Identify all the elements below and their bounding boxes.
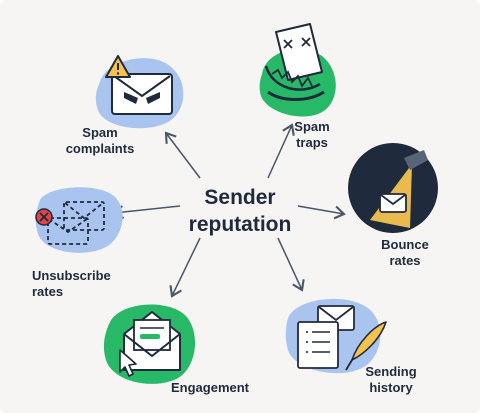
center-title-line-2: reputation [188,213,292,236]
node-spam-complaints: Spam complaints [55,125,145,157]
node-spam-traps: Spam traps [282,119,342,151]
spam-traps-illustration [259,23,336,117]
node-engagement: Engagement [160,380,260,396]
spotlight-lamp [404,150,428,170]
angry-envelope-icon [111,73,173,115]
dashed-envelopes-icon [47,201,105,245]
node-sending-history: Sending history [356,364,426,396]
quill-icon [345,321,387,371]
arrow-to-spam-complaints [164,131,201,179]
blue-blob [35,187,123,253]
bear-trap-envelope-icon [264,23,325,101]
node-label-line-2: complaints [65,141,135,156]
arrow-to-bounce-rates [297,205,346,220]
center-title-line-1: Sender [204,186,276,209]
node-label-line-2: traps [296,135,328,150]
arrow-to-unsubscribe-rates [112,205,181,219]
bounce-rates-illustration [348,143,438,233]
spotlight-envelope-icon [379,193,407,213]
node-label-line-1: Sending [365,364,417,379]
node-label-line-1: Bounce [381,237,429,252]
cursor-icon [119,349,137,377]
node-label-line-2: history [369,380,413,395]
node-label-line-1: Unsubscribe [32,268,111,283]
arrow-to-engagement [169,237,201,298]
warning-icon [105,55,131,78]
sending-history-illustration [285,298,387,374]
node-unsubscribe-rates: Unsubscribe rates [32,268,122,300]
engagement-illustration [103,304,196,384]
node-label-line-1: Engagement [170,380,249,395]
node-label-line-2: rates [32,284,64,299]
error-x-icon [35,208,53,226]
center-title: Sender reputation [180,184,300,238]
unsubscribe-rates-illustration [35,187,123,253]
open-envelope-icon [123,311,181,371]
documents-envelope-icon [297,305,355,369]
node-label-line-1: Spam [294,119,330,134]
node-label-line-1: Spam [82,125,118,140]
arrow-to-sending-history [277,237,305,292]
node-label-line-2: rates [389,253,421,268]
arrows [112,123,346,298]
node-bounce-rates: Bounce rates [370,237,440,269]
arrow-to-spam-traps [267,123,295,179]
spam-complaints-illustration [95,55,184,129]
